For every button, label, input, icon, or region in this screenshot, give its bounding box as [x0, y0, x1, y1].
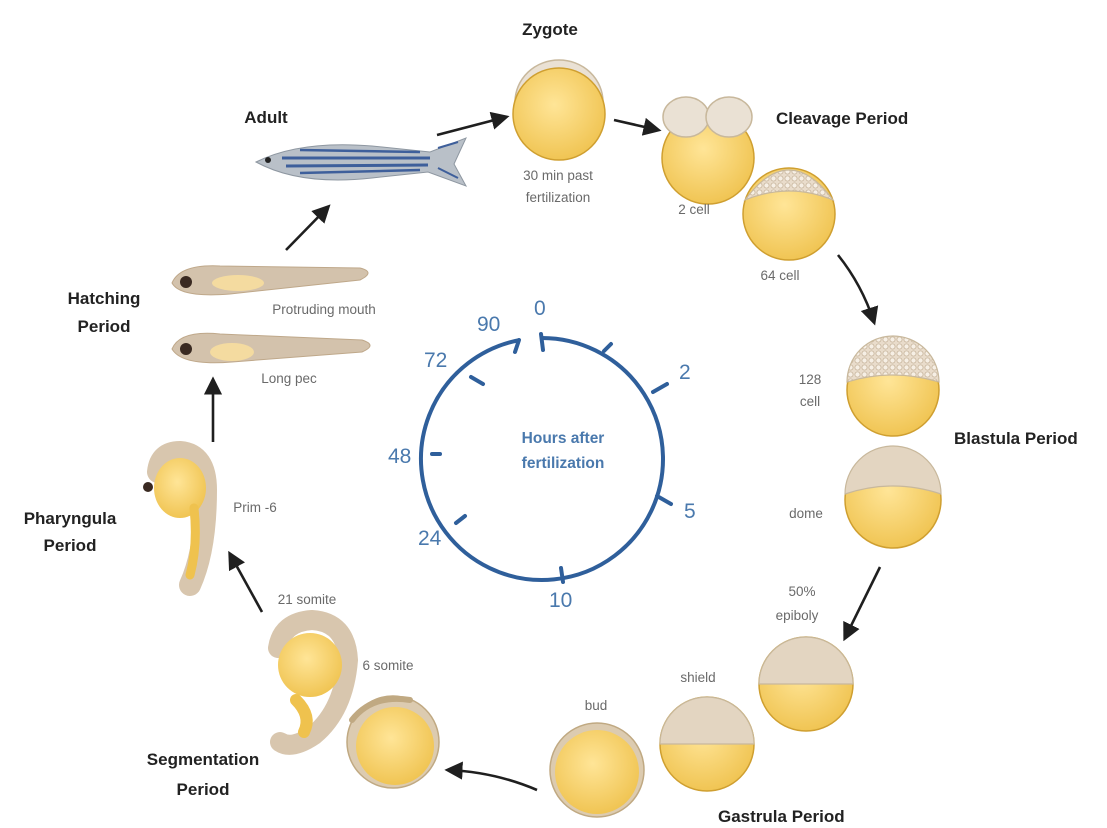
epiboly-embryo — [759, 637, 853, 731]
bud-embryo — [550, 723, 644, 817]
twentyone-somite-embryo — [278, 620, 348, 745]
label-adult: Adult — [244, 108, 288, 127]
label-zygote: Zygote — [522, 20, 578, 39]
clock-label-5: 5 — [684, 500, 696, 523]
long-pec-larva — [172, 333, 370, 362]
stage-onetwentyeight-line1: 128 — [799, 372, 822, 387]
clock-label-72: 72 — [424, 349, 447, 372]
arrow-segmentation-to-pharyngula — [230, 554, 262, 612]
label-pharyngula-line1: Pharyngula — [24, 509, 117, 528]
label-gastrula-period: Gastrula Period — [718, 807, 845, 826]
arrow-zygote-to-cleavage — [614, 120, 658, 130]
clock-center-line2: fertilization — [522, 455, 605, 472]
adult-zebrafish — [256, 138, 466, 186]
stage-epiboly-line2: epiboly — [776, 608, 819, 623]
arrow-cleavage-to-blastula — [838, 255, 874, 322]
zygote-embryo — [513, 60, 605, 160]
arrow-hatching-to-adult — [286, 207, 328, 250]
label-segmentation-line2: Period — [177, 780, 230, 799]
hours-clock: 0 2 5 10 24 48 72 90 Hours after fertili… — [388, 297, 696, 612]
label-pharyngula-line2: Period — [44, 536, 97, 555]
label-hatching-line2: Period — [78, 317, 131, 336]
prim-6-embryo — [143, 452, 206, 585]
stage-zygote-line1: 30 min past — [523, 168, 593, 183]
two-cell-embryo — [662, 97, 754, 204]
clock-label-24: 24 — [418, 527, 442, 550]
arrow-adult-to-zygote — [437, 117, 506, 135]
arrow-blastula-to-gastrula — [845, 567, 880, 638]
clock-label-0: 0 — [534, 297, 546, 320]
label-hatching-line1: Hatching — [68, 289, 141, 308]
label-cleavage-period: Cleavage Period — [776, 109, 908, 128]
clock-label-10: 10 — [549, 589, 572, 612]
stage-prim-6: Prim -6 — [233, 500, 277, 515]
stage-sixtyfour-cell: 64 cell — [760, 268, 799, 283]
stage-dome: dome — [789, 506, 823, 521]
onetwentyeight-cell-embryo — [847, 336, 939, 436]
stage-onetwentyeight-line2: cell — [800, 394, 820, 409]
clock-label-90: 90 — [477, 313, 500, 336]
clock-center-line1: Hours after — [522, 430, 605, 447]
stage-twentyone-somite: 21 somite — [278, 592, 337, 607]
label-segmentation-line1: Segmentation — [147, 750, 259, 769]
stage-protruding-mouth: Protruding mouth — [272, 302, 376, 317]
dome-embryo — [845, 446, 941, 548]
clock-label-48: 48 — [388, 445, 411, 468]
shield-embryo — [660, 697, 754, 791]
stage-zygote-line2: fertilization — [526, 190, 591, 205]
stage-long-pec: Long pec — [261, 371, 317, 386]
stage-epiboly-line1: 50% — [788, 584, 815, 599]
stage-shield: shield — [680, 670, 715, 685]
stage-bud: bud — [585, 698, 608, 713]
arrow-gastrula-to-segmentation — [448, 770, 537, 790]
stage-two-cell: 2 cell — [678, 202, 710, 217]
six-somite-embryo — [347, 696, 439, 788]
clock-label-2: 2 — [679, 361, 691, 384]
sixtyfour-cell-embryo — [743, 168, 835, 260]
protruding-mouth-larva — [172, 266, 368, 295]
stage-six-somite: 6 somite — [362, 658, 413, 673]
label-blastula-period: Blastula Period — [954, 429, 1078, 448]
